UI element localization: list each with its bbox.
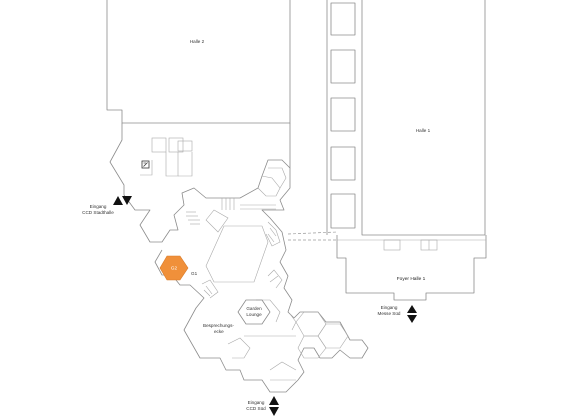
entrance-stadthalle-label-line2: CCD Stadthalle bbox=[82, 210, 114, 215]
entrance-arrow-icon bbox=[122, 196, 132, 205]
besprechungsecke[interactable]: Besprechungs- ecke bbox=[203, 323, 234, 334]
room-g2-label: G2 bbox=[171, 266, 178, 271]
besprechungsecke-label-line2: ecke bbox=[214, 329, 224, 334]
entrance-arrow-icon bbox=[113, 196, 123, 205]
ccd-foyer bbox=[109, 123, 369, 393]
entrance-arrow-icon bbox=[269, 396, 279, 405]
entrance-arrow-icon bbox=[407, 315, 417, 323]
stairs-north bbox=[221, 198, 276, 210]
hall-2-label: Halle 2 bbox=[190, 39, 205, 44]
entrance-arrow-icon bbox=[407, 305, 417, 313]
entrance-messe-label-line2: Messe Süd bbox=[378, 311, 401, 316]
entrance-ccd-sued[interactable]: Eingang CCD Süd bbox=[246, 396, 279, 416]
stairs-southwest bbox=[201, 279, 219, 299]
foyer-label: Foyer Halle 1 bbox=[397, 276, 426, 282]
entrance-ccd-stadthalle[interactable]: Eingang CCD Stadthalle bbox=[82, 196, 132, 215]
room-g1-label: G1 bbox=[191, 271, 198, 276]
garden-lounge[interactable]: Garden Lounge bbox=[237, 299, 271, 325]
booth-column bbox=[326, 0, 356, 235]
info-sign-icon bbox=[141, 160, 150, 169]
room-g2-highlight[interactable]: G2 bbox=[159, 255, 189, 281]
entrance-stadthalle-label-line1: Eingang bbox=[90, 204, 107, 209]
entrance-arrow-icon bbox=[269, 407, 279, 416]
entrance-messe-sued[interactable]: Eingang Messe Süd bbox=[378, 305, 417, 323]
besprechungsecke-label-line1: Besprechungs- bbox=[203, 323, 234, 328]
entrance-messe-label-line1: Eingang bbox=[381, 305, 398, 310]
hall-1[interactable]: Halle 1 bbox=[361, 0, 486, 236]
garden-lounge-label-line2: Lounge bbox=[246, 312, 262, 317]
stairs-east bbox=[265, 221, 283, 289]
connector-corridor bbox=[287, 231, 338, 241]
hall-2[interactable]: Halle 2 bbox=[106, 0, 291, 124]
hall-1-label: Halle 1 bbox=[416, 128, 431, 133]
garden-lounge-label-line1: Garden bbox=[246, 306, 262, 311]
entrance-ccd-sued-label-line2: CCD Süd bbox=[246, 406, 266, 411]
foyer-halle-1[interactable]: Foyer Halle 1 bbox=[336, 235, 487, 301]
stairs-west bbox=[186, 211, 200, 225]
entrance-ccd-sued-label-line1: Eingang bbox=[248, 400, 265, 405]
